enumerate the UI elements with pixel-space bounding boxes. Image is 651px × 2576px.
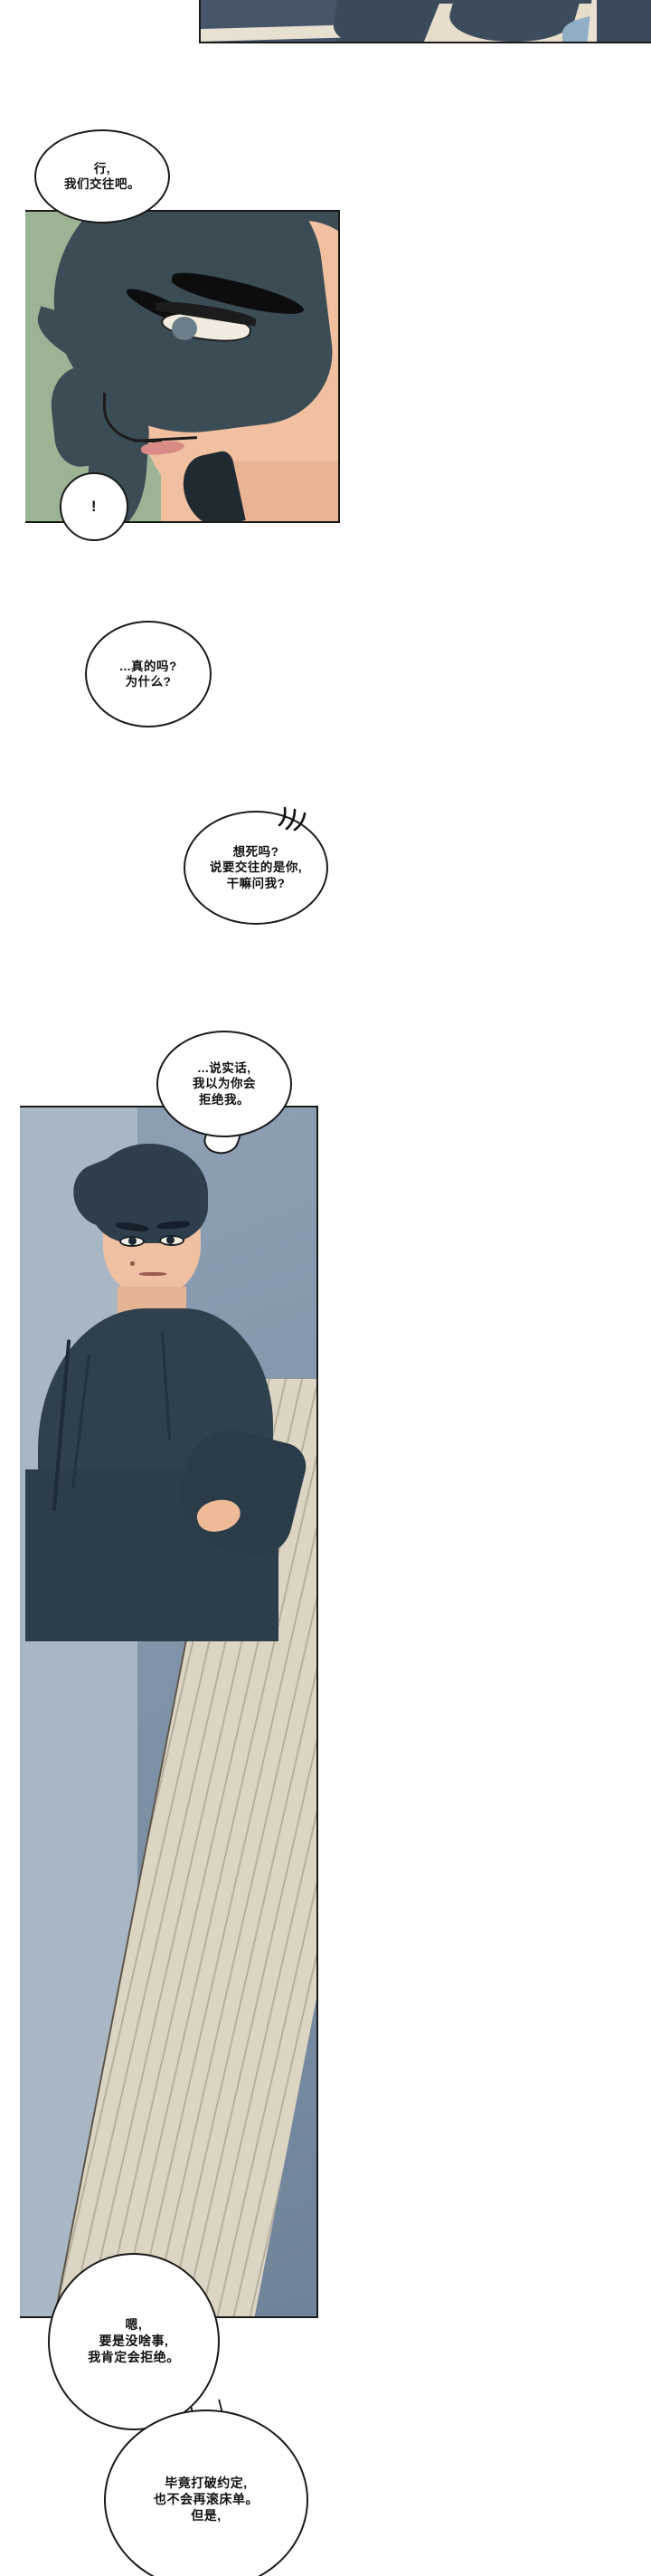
speech-bubble-exclamation-text: ! [90, 498, 98, 516]
speech-bubble-refuse-text: 嗯, 要是没啥事, 我肯定会拒绝。 [88, 2317, 180, 2364]
bedroom-panel [20, 1106, 318, 2318]
bp-mole [130, 1261, 135, 1266]
speech-bubble-really: ...真的吗? 为什么? [85, 621, 212, 727]
speech-bubble-honest: ...说实话, 我以为你会 拒绝我。 [156, 1031, 292, 1137]
cropped-top-panel [199, 0, 651, 43]
nose [103, 393, 162, 442]
speech-bubble-really-text: ...真的吗? 为什么? [119, 659, 177, 689]
bp-pupil-right [166, 1236, 175, 1244]
speech-bubble-refuse: 嗯, 要是没啥事, 我肯定会拒绝。 [48, 2253, 220, 2430]
iris [172, 317, 197, 340]
speech-bubble-exclamation: ! [60, 472, 128, 541]
speech-bubble-annoyed-text: 想死吗? 说要交往的是你, 干嘛问我? [209, 845, 303, 890]
anger-sparkle-icon [277, 805, 307, 832]
top-panel-cloth-far-right [597, 0, 651, 42]
bp-pupil-left [128, 1237, 137, 1245]
bp-mouth [139, 1272, 166, 1276]
bp-hair [90, 1144, 208, 1243]
speech-bubble-agree: 行, 我们交往吧。 [34, 129, 170, 223]
green-profile-panel [25, 210, 340, 523]
speech-bubble-agree-text: 行, 我们交往吧。 [64, 161, 140, 191]
speech-bubble-promise: 毕竟打破约定, 也不会再滚床单。 但是, [104, 2410, 308, 2576]
speech-bubble-honest-text: ...说实话, 我以为你会 拒绝我。 [193, 1061, 256, 1107]
speech-bubble-promise-text: 毕竟打破约定, 也不会再滚床单。 但是, [154, 2476, 259, 2523]
speech-bubble-annoyed: 想死吗? 说要交往的是你, 干嘛问我? [184, 811, 328, 925]
neck [233, 461, 338, 521]
